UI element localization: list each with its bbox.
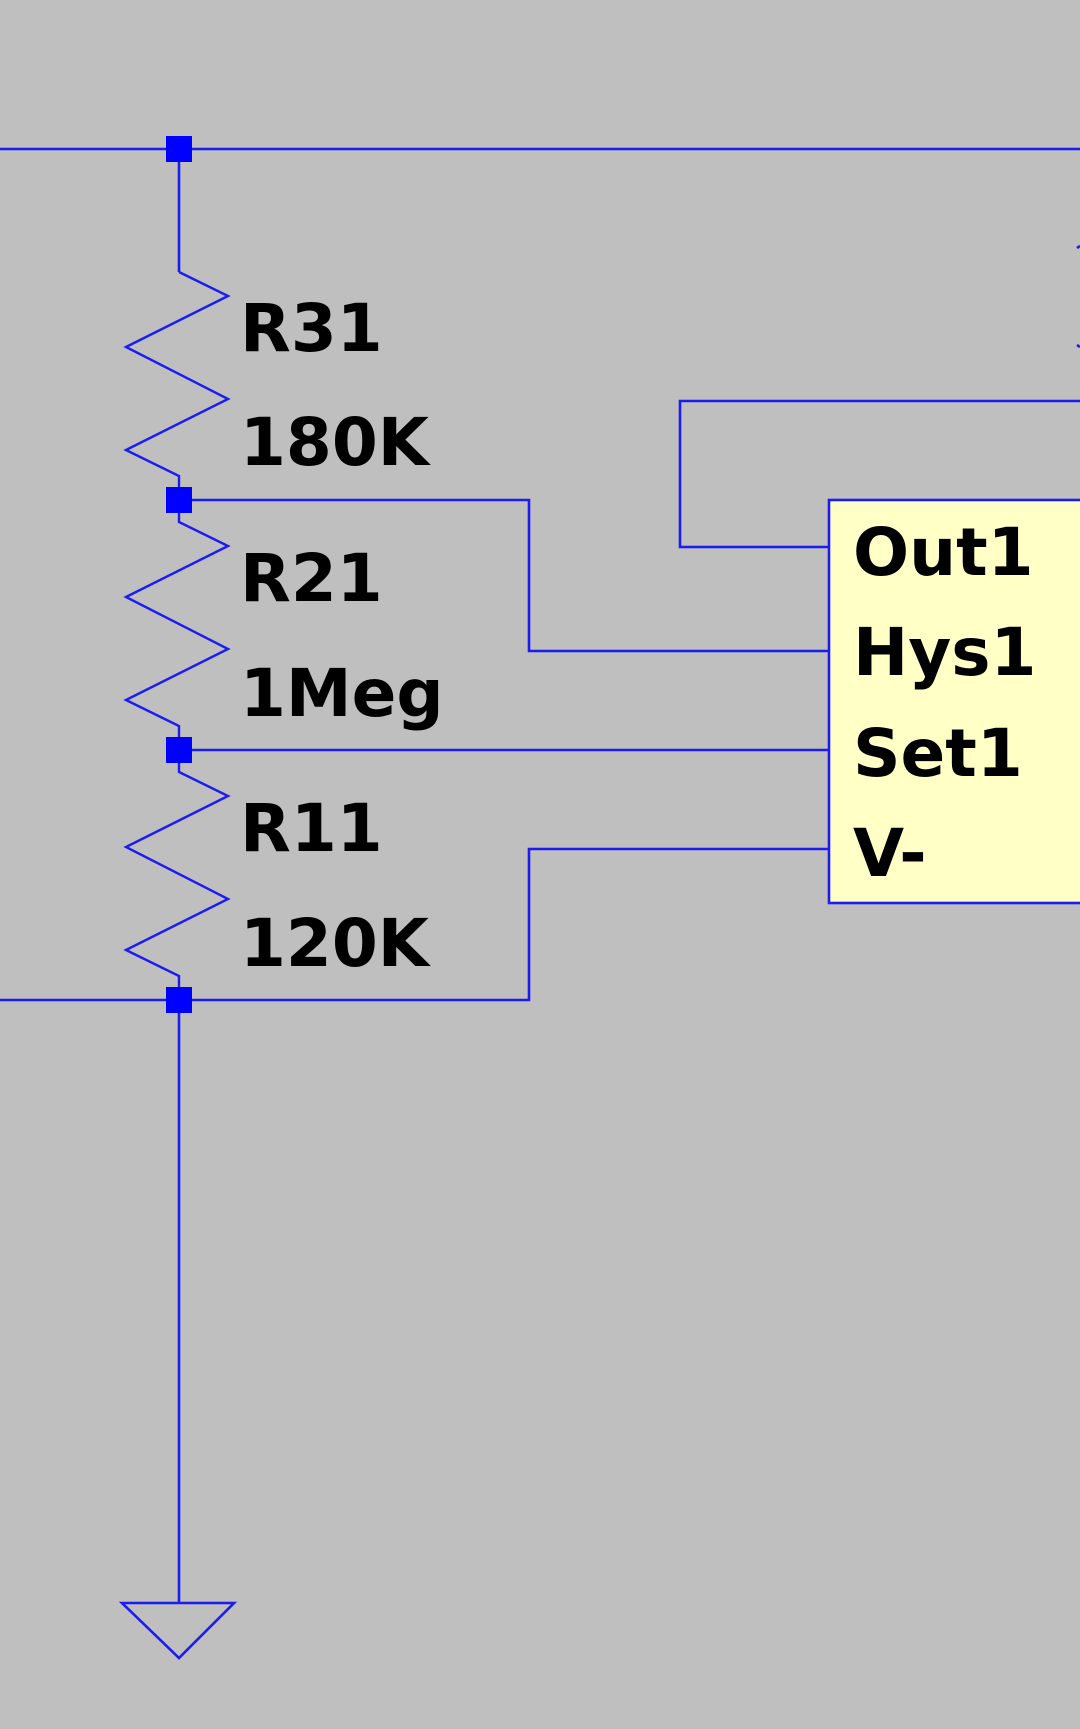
junction-dot-r21-r11 — [166, 737, 192, 763]
r31-value-label: 180K — [240, 404, 432, 481]
resistor-r11[interactable] — [123, 750, 231, 1000]
r11-ref-label: R11 — [240, 790, 383, 867]
hys1-wire[interactable] — [179, 498, 829, 653]
resistor-r21[interactable] — [123, 500, 231, 750]
pin-set1-label: Set1 — [853, 715, 1023, 792]
pin-out1-label: Out1 — [853, 514, 1034, 591]
pin-vminus-label: V- — [853, 815, 927, 892]
r11-value-label: 120K — [240, 905, 432, 982]
r21-ref-label: R21 — [240, 540, 383, 617]
r21-value-label: 1Meg — [240, 655, 444, 732]
out1-wire[interactable] — [678, 399, 1080, 549]
junction-dot-bottom — [166, 987, 192, 1013]
ground-icon[interactable] — [118, 1601, 238, 1660]
junction-dot-r31-r21 — [166, 487, 192, 513]
pin-hys1-label: Hys1 — [853, 614, 1036, 691]
r31-ref-label: R31 — [240, 290, 383, 367]
resistor-r31[interactable] — [123, 270, 231, 500]
comparator-block[interactable] — [827, 498, 1080, 905]
junction-dot-top — [166, 136, 192, 162]
vminus-wire[interactable] — [179, 847, 829, 1002]
